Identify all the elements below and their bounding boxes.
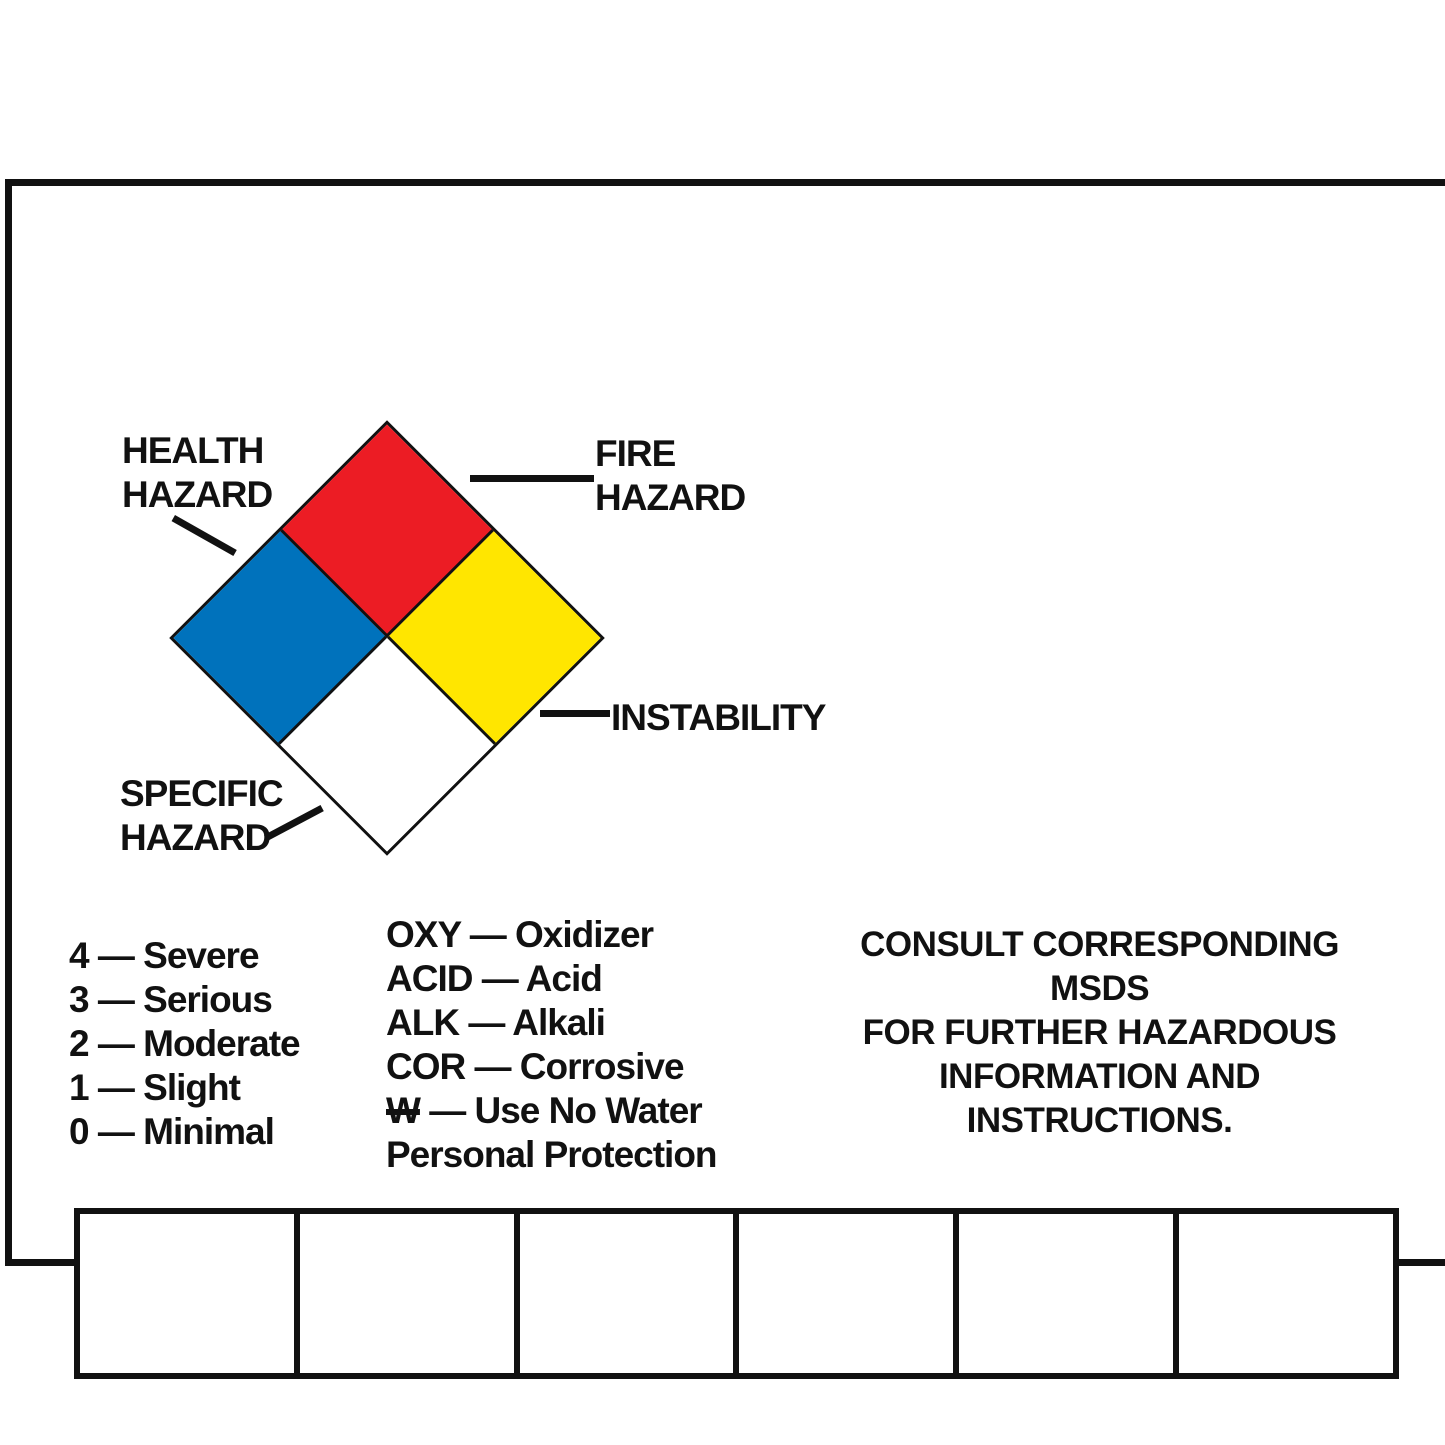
use-no-water-abbr: W	[386, 1090, 421, 1131]
severity-scale-item: 3 — Serious	[69, 979, 273, 1020]
severity-scale-item: 4 — Severe	[69, 935, 260, 976]
fire-hazard-callout: FIRE HAZARD	[595, 432, 746, 520]
specific-hazard-callout-line2: HAZARD	[120, 817, 271, 858]
hazard-code-item: OXY — Oxidizer	[386, 913, 717, 957]
write-in-box	[74, 1208, 300, 1379]
health-hazard-callout: HEALTH HAZARD	[122, 429, 273, 517]
fire-hazard-callout-line1: FIRE	[595, 433, 676, 474]
hazard-code-abbr: ALK	[386, 1002, 460, 1043]
health-hazard-callout-line2: HAZARD	[122, 474, 273, 515]
instability-leader-line	[540, 710, 610, 717]
hazard-code-meaning: — Alkali	[459, 1002, 606, 1043]
fire-hazard-callout-line2: HAZARD	[595, 477, 746, 518]
hazard-code-item: COR — Corrosive	[386, 1045, 717, 1089]
msds-consult-note: CONSULT CORRESPONDING MSDS FOR FURTHER H…	[812, 923, 1387, 1143]
write-in-box	[293, 1208, 520, 1379]
msds-consult-note-line1: CONSULT CORRESPONDING MSDS	[860, 925, 1339, 1008]
severity-scale-item: 1 — Slight	[69, 1067, 241, 1108]
hazard-codes-list: OXY — Oxidizer ACID — Acid ALK — Alkali …	[386, 913, 718, 1177]
severity-scale-list: 4 — Severe 3 — Serious 2 — Moderate 1 — …	[69, 934, 301, 1154]
health-hazard-leader-line	[171, 515, 237, 557]
hazard-code-meaning: — Use No Water	[419, 1090, 702, 1131]
write-in-box	[953, 1208, 1180, 1379]
write-in-boxes-row	[74, 1208, 1399, 1379]
hazard-code-item: ACID — Acid	[386, 957, 717, 1001]
hazard-code-item: W — Use No Water	[386, 1089, 717, 1133]
hazard-code-abbr: COR	[386, 1046, 466, 1087]
hazard-code-abbr: OXY	[386, 914, 461, 955]
hazard-code-meaning: — Corrosive	[465, 1046, 685, 1087]
hazard-code-meaning: — Oxidizer	[460, 914, 654, 955]
hazard-code-meaning: — Acid	[472, 958, 603, 999]
health-hazard-callout-line1: HEALTH	[122, 430, 264, 471]
msds-consult-note-line2: FOR FURTHER HAZARDOUS	[862, 1013, 1337, 1052]
severity-scale-item: 0 — Minimal	[69, 1111, 275, 1152]
specific-hazard-callout: SPECIFIC HAZARD	[120, 772, 284, 860]
write-in-box	[733, 1208, 960, 1379]
hazard-code-item: ALK — Alkali	[386, 1001, 717, 1045]
personal-protection-label: Personal Protection	[386, 1134, 718, 1175]
write-in-box	[513, 1208, 740, 1379]
write-in-box	[1173, 1208, 1399, 1379]
fire-hazard-leader-line	[470, 475, 594, 482]
hazard-label-frame: HEALTH HAZARD FIRE HAZARD INSTABILITY SP…	[5, 179, 1445, 1379]
hazard-code-abbr: ACID	[386, 958, 473, 999]
msds-consult-note-line3: INFORMATION AND INSTRUCTIONS.	[938, 1057, 1261, 1140]
instability-callout: INSTABILITY	[611, 697, 826, 738]
severity-scale-item: 2 — Moderate	[69, 1023, 301, 1064]
specific-hazard-callout-line1: SPECIFIC	[120, 773, 284, 814]
